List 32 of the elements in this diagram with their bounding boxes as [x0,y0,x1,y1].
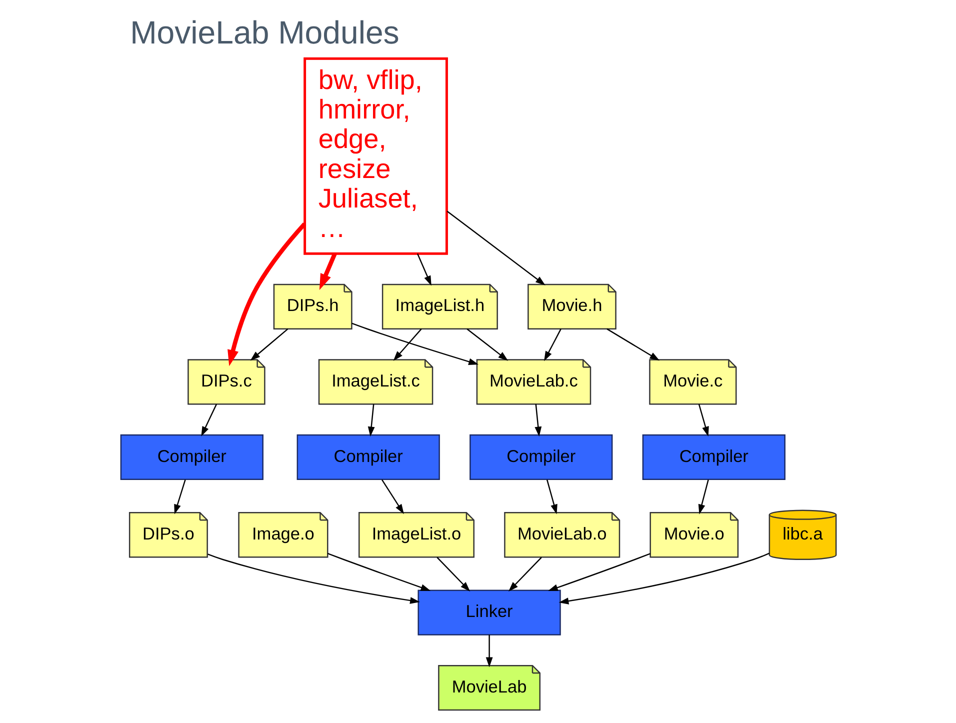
arrow [392,328,422,361]
arrow [698,404,708,437]
arrow [485,634,492,668]
arrow [200,404,216,436]
node-box: Compiler [642,434,785,480]
arrow [446,210,545,286]
node-box: bw, vflip, hmirror, edge, resize Juliaset, … [303,57,448,255]
arrow [250,328,288,361]
arrow [558,552,769,604]
diagram-title: MovieLab Modules [130,14,399,51]
arrow [327,552,430,591]
arrow [698,480,708,514]
arrow [546,480,557,514]
arrow [227,222,306,366]
arrow [416,253,431,286]
arrow [207,554,420,604]
node-box: Compiler [296,434,440,480]
arrow [367,404,374,437]
node-box: Linker [417,590,560,636]
arrow [534,404,542,437]
arrow [606,328,660,361]
arrow [436,557,470,592]
node-box: Compiler [469,434,612,480]
arrow [544,328,561,362]
arrow [318,252,336,290]
arrow [466,328,508,361]
arrow [381,479,404,514]
node-box: Compiler [120,434,263,480]
arrow [508,557,542,592]
arrow [351,322,478,365]
arrow [174,480,186,514]
arrow [547,553,650,591]
